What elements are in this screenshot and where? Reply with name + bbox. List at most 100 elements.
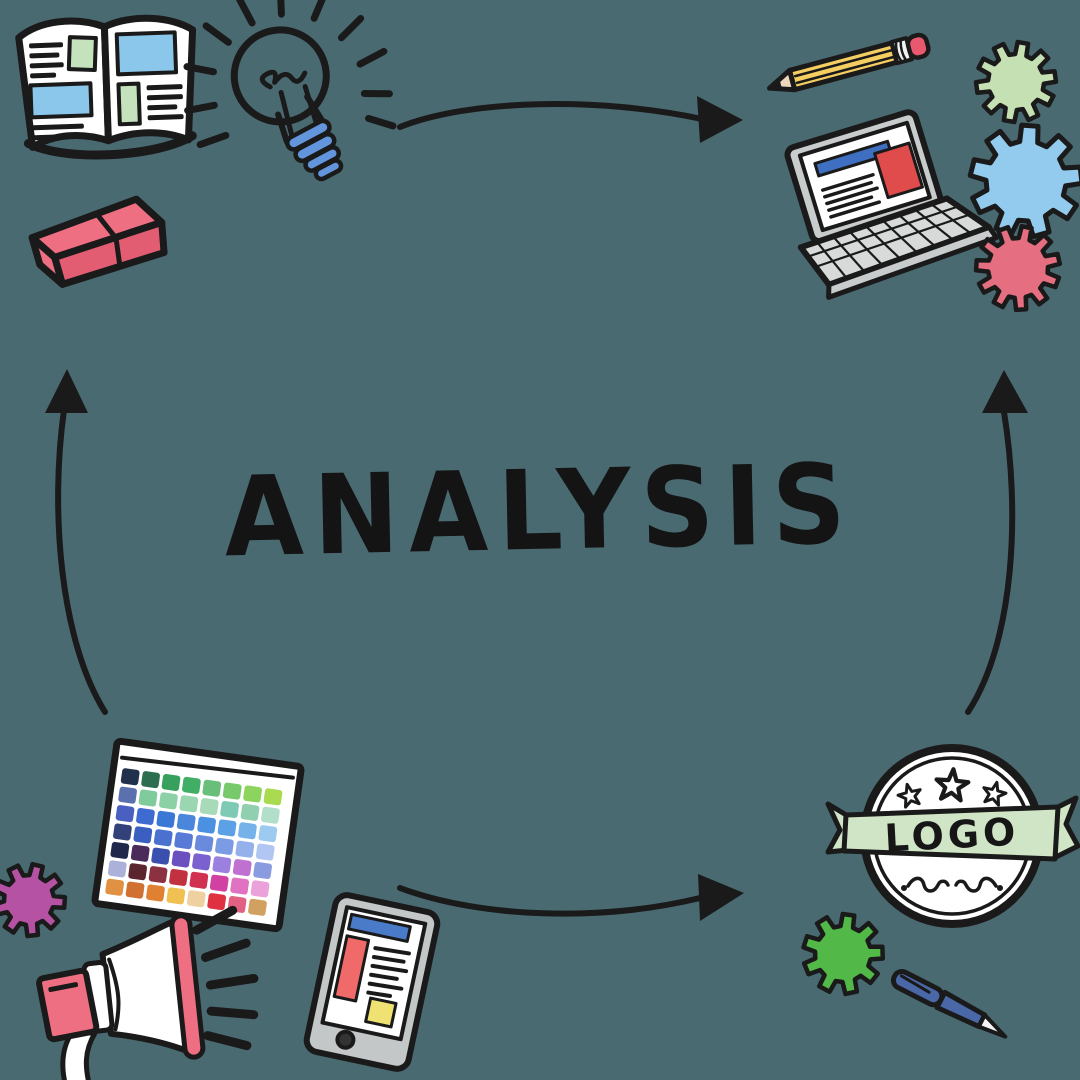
palette-swatch [174, 832, 193, 850]
lightbulb-rays [183, 0, 397, 149]
palette-swatch [166, 887, 186, 905]
palette-swatch [258, 825, 278, 843]
palette-swatch [128, 863, 148, 881]
palette-swatch [240, 803, 260, 821]
pencil-eraser [905, 32, 931, 60]
palette-swatch [212, 856, 232, 874]
palette-swatch [115, 805, 135, 823]
palette-swatch [182, 776, 201, 794]
megaphone-back-box [36, 967, 100, 1043]
center-title: ANALYSIS [223, 440, 857, 583]
megaphone-icon [36, 905, 259, 1080]
palette-swatch [253, 861, 272, 879]
palette-swatch [171, 850, 191, 868]
palette-swatch [222, 782, 242, 800]
megaphone-sound-lines [192, 905, 259, 1051]
palette-swatch [192, 853, 211, 871]
palette-swatch [169, 868, 188, 886]
palette-swatch [179, 795, 199, 813]
logo-badge-icon: LOGO [825, 744, 1080, 928]
megaphone-mouth-rim [169, 913, 206, 1060]
palette-swatch [176, 813, 196, 831]
palette-swatch [250, 880, 270, 898]
badge-flourish [906, 876, 998, 893]
arrow-top [397, 96, 743, 143]
palette-swatch [159, 792, 178, 810]
badge-logo-text: LOGO [884, 810, 1021, 861]
gear-green-icon [801, 911, 886, 997]
palette-swatch [153, 829, 173, 847]
pencil-icon [766, 32, 931, 93]
bulb-glass [230, 26, 330, 126]
bulb-base [285, 118, 344, 182]
open-magazine-icon [15, 14, 197, 160]
palette-swatch [113, 823, 132, 841]
lightbulb-icon [183, 0, 397, 182]
palette-swatch [118, 786, 137, 804]
phone-blue-bar [347, 912, 412, 943]
palette-swatch [141, 771, 160, 789]
gear-purple-icon [0, 861, 68, 939]
palette-swatch [220, 800, 239, 819]
pen-nib [976, 1012, 1008, 1039]
palette-swatch [125, 881, 145, 899]
palette-swatch [110, 841, 130, 859]
palette-swatch [197, 816, 216, 834]
palette-swatch [209, 874, 229, 892]
smartphone-icon [303, 892, 441, 1072]
badge-banner-band [841, 804, 1061, 862]
phone-home-button [335, 1029, 356, 1050]
palette-swatch [105, 878, 125, 896]
laptop-base [826, 224, 1000, 300]
gear-blue-icon [967, 122, 1080, 240]
arrow-right [965, 370, 1028, 715]
palette-swatch [232, 859, 252, 877]
bulb-filament [259, 69, 308, 90]
pencil-body [787, 40, 900, 93]
gear-green-light-icon [973, 39, 1059, 125]
palette-swatch [230, 877, 250, 895]
palette-swatch [248, 898, 267, 916]
gear-red-icon [973, 223, 1063, 313]
arrow-bottom [397, 874, 744, 921]
pen-icon [890, 968, 1008, 1039]
palette-swatch [120, 768, 140, 786]
magazine-blue-block [114, 30, 179, 77]
palette-swatch [194, 834, 214, 852]
pencil-graphite [768, 79, 783, 91]
eraser-icon [28, 195, 168, 288]
badge-banner: LOGO [825, 795, 1080, 862]
palette-swatch [161, 773, 181, 791]
palette-swatch [215, 837, 234, 855]
phone-red-block [332, 934, 371, 1003]
color-palette-icon [91, 737, 305, 933]
palette-swatch [189, 871, 209, 889]
laptop-screen-red-block [873, 141, 924, 200]
palette-swatch [261, 806, 280, 824]
magazine-green-block [116, 81, 142, 127]
palette-swatch [263, 788, 283, 806]
palette-swatch [202, 779, 222, 797]
laptop-icon [784, 109, 1000, 300]
magazine-green-block [66, 35, 98, 73]
palette-swatch [243, 785, 262, 803]
palette-swatch [186, 890, 206, 908]
cycle-arrows [45, 96, 1028, 921]
magazine-blue-block [28, 81, 94, 120]
palette-swatch [151, 847, 170, 865]
palette-swatch [199, 798, 219, 816]
palette-swatch [148, 866, 168, 884]
megaphone-handle [60, 1029, 98, 1080]
palette-swatch [133, 826, 153, 844]
palette-swatch [217, 819, 237, 837]
phone-yellow-block [364, 996, 398, 1029]
palette-swatch [238, 822, 257, 840]
pen-barrel [934, 989, 988, 1030]
palette-swatches [105, 768, 283, 916]
pen-cap [890, 968, 945, 1008]
palette-swatch [156, 810, 176, 828]
laptop-key-grid [808, 202, 973, 279]
palette-swatch [146, 884, 165, 902]
